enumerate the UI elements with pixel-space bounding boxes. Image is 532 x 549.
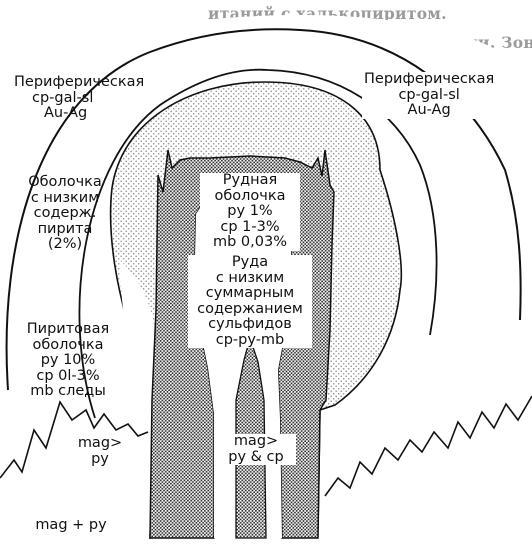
pyrite-shell-line-3: py 10% [6,353,130,369]
pyrite-shell-line-5: mb следы [6,384,130,400]
peripheral-left-metals: Au-Ag [14,106,144,122]
ore-shell-line-1: Рудная [200,173,300,189]
ore-shell-line-2: оболочка [200,189,300,205]
ore-shell-line-4: cp 1-3% [200,220,300,236]
mag-py-cp-line-2: py & cp [216,450,296,466]
low-pyrite-shell-line-5: (2%) [10,237,120,253]
pyrite-shell-line-2: оболочка [6,338,130,354]
peripheral-left-title: Периферическая [14,75,144,91]
peripheral-right-title: Периферическая [362,72,496,88]
peripheral-right-metals: Au-Ag [362,103,496,119]
low-pyrite-shell-line-4: пирита [10,222,120,238]
magnetite-pyrite-left-label: mag> py [72,436,128,467]
pyrite-shell-line-1: Пиритовая [6,322,130,338]
mag-py-left-line-2: py [72,452,128,468]
ore-shell-label: Рудная оболочка py 1% cp 1-3% mb 0,03% [200,173,300,251]
mag-plus-py-line-1: mag + py [22,518,120,534]
low-sulfide-ore-label: Руда с низким суммарным содержанием суль… [188,255,312,348]
ore-shell-line-3: py 1% [200,204,300,220]
mag-py-left-line-1: mag> [72,436,128,452]
pyrite-shell-line-4: cp 0l-3% [6,369,130,385]
low-sulfide-ore-line-2: с низким [188,271,312,287]
low-sulfide-ore-line-4: содержанием [188,302,312,318]
mag-py-cp-line-1: mag> [216,434,296,450]
low-pyrite-shell-line-3: содерж. [10,206,120,222]
low-sulfide-ore-line-5: сульфидов [188,317,312,333]
low-sulfide-ore-line-1: Руда [188,255,312,271]
low-pyrite-shell-line-1: Оболочка [10,175,120,191]
low-sulfide-ore-line-3: суммарным [188,286,312,302]
magnetite-pyrite-chalcopyrite-label: mag> py & cp [216,434,296,465]
magnetite-plus-pyrite-label: mag + py [22,518,120,534]
pyrite-shell-label: Пиритовая оболочка py 10% cp 0l-3% mb сл… [6,322,130,400]
peripheral-zone-right-label: Периферическая cp-gal-sl Au-Ag [362,72,496,119]
low-pyrite-shell-line-2: с низким [10,191,120,207]
ore-shell-line-5: mb 0,03% [200,235,300,251]
peripheral-zone-left-label: Периферическая cp-gal-sl Au-Ag [14,75,144,122]
peripheral-right-minerals: cp-gal-sl [362,88,496,104]
peripheral-left-minerals: cp-gal-sl [14,91,144,107]
low-sulfide-ore-line-6: cp-py-mb [188,333,312,349]
low-pyrite-shell-label: Оболочка с низким содерж. пирита (2%) [10,175,120,253]
